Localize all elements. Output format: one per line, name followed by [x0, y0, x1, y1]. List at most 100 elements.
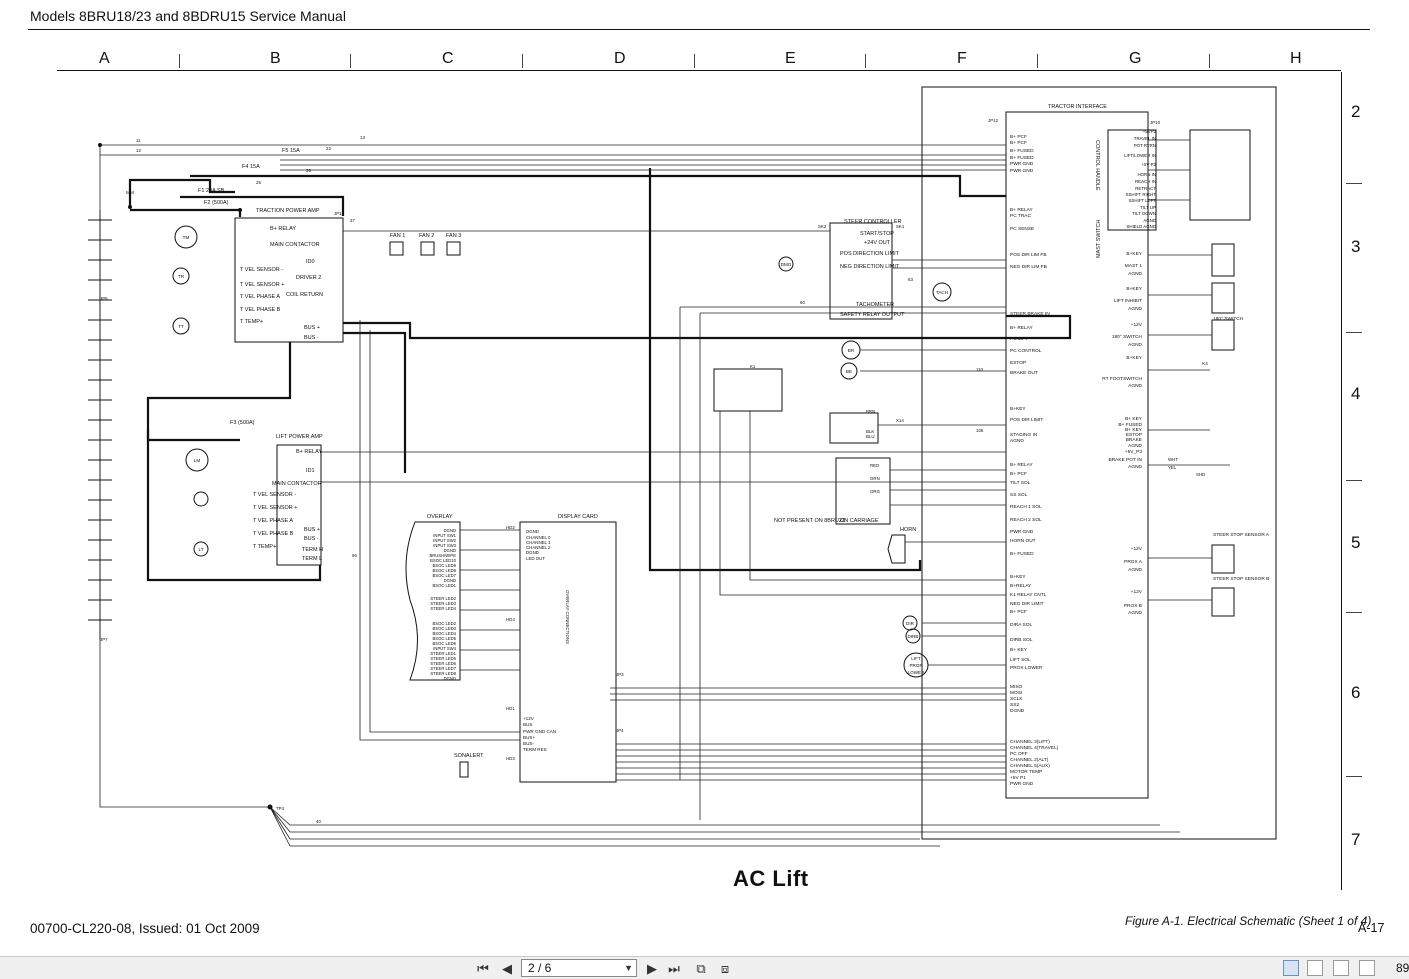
dmg-component: [778, 256, 794, 272]
continuous-view-button[interactable]: [1307, 960, 1323, 976]
single-page-view-button[interactable]: [1283, 960, 1299, 976]
connector-label: JP1: [334, 211, 342, 216]
column-rule: [57, 70, 1341, 71]
side-label: RT FOOTSWITCH: [1102, 376, 1142, 382]
handle-pin-list: +5VP2 TRAVEL IN POT RTRN LIFT/LOWER IN +…: [1124, 129, 1157, 229]
overlay-pin: STEER LED4: [430, 606, 456, 611]
amp-pin-label: B+ RELAY: [296, 449, 322, 455]
overlay-pin: BSOC LED6: [432, 641, 456, 646]
k1-relay: [713, 368, 783, 412]
side-label: +5V_P3: [1125, 449, 1143, 455]
interface-pin: STAGING IN: [1010, 432, 1038, 438]
traction-thermistor: [172, 317, 190, 335]
x14-sensor: [829, 412, 879, 444]
column-divider: [179, 54, 180, 68]
handle-pin: LIFT/LOWER IN: [1124, 153, 1156, 158]
overlay-label: OVERLAY: [427, 514, 453, 520]
handle-pin: SSHIFT LEFT: [1129, 198, 1157, 203]
not-present-label: NOT PRESENT ON 8BRU23: [774, 518, 845, 524]
interface-pin: NEG DIR LIMIT: [1010, 601, 1044, 607]
first-page-icon[interactable]: ⏮: [477, 961, 489, 976]
wire-color: BRN: [866, 409, 875, 414]
lift-sensor: [193, 491, 209, 507]
bus-pin: BUS-: [523, 741, 534, 746]
row-divider: [1346, 480, 1362, 481]
steer-stop-b: [1211, 587, 1235, 617]
interface-pin: MOSI: [1010, 690, 1022, 696]
interface-pin: PC SENSE: [1010, 226, 1034, 232]
row-label: 6: [1351, 683, 1361, 702]
interface-pin: DIRA SOL: [1010, 622, 1032, 628]
interface-pin: B+ PCF: [1010, 609, 1027, 615]
connector-label: K1: [750, 364, 756, 369]
bus-pin: TERM RES: [523, 747, 547, 752]
fit-width-icon[interactable]: ⧈: [720, 961, 730, 976]
interface-pin: TILT SOL: [1010, 480, 1031, 486]
next-page-icon[interactable]: ▶: [647, 961, 657, 976]
last-page-icon[interactable]: ⏭: [668, 961, 680, 976]
handle-pin: TRAVEL IN: [1134, 136, 1156, 141]
fit-page-icon[interactable]: ⧉: [696, 961, 706, 976]
steer-pin-label: SAFETY RELAY OUTPUT: [840, 312, 905, 318]
interface-pin: K1 RELAY CNTL: [1010, 592, 1047, 598]
side-label: AGND: [1128, 383, 1142, 389]
wire-color: GRN: [870, 476, 880, 481]
side-label: AGND: [1128, 610, 1142, 616]
connector-label: JP7: [100, 637, 108, 642]
horn-label: HORN: [900, 527, 916, 533]
amp-pin-label: T VEL PHASE A: [253, 518, 293, 524]
junction-dots: [98, 143, 273, 810]
wire-color: SHD: [1196, 472, 1205, 477]
overlay-pin: BSOC LED7: [432, 573, 456, 578]
interface-pin: REACH 2 SOL: [1010, 517, 1042, 523]
overlay-pin: STEER LED8: [430, 671, 456, 676]
page-select[interactable]: 2 / 6 ▼: [521, 959, 637, 977]
connector-label: JP8: [100, 296, 108, 301]
side-label: PROX A: [1124, 559, 1143, 565]
two-page-continuous-view-button[interactable]: [1359, 960, 1375, 976]
overlay-pin: DGND: [444, 578, 456, 583]
connector-label: JP10: [1150, 120, 1161, 125]
amp-pin-label: T TEMP+: [253, 544, 276, 550]
steer-pin-label: +24V OUT: [864, 240, 891, 246]
interface-pin: AGND: [1010, 438, 1024, 444]
connector-label: SK1: [896, 224, 905, 229]
prev-page-icon[interactable]: ◀: [502, 961, 512, 976]
side-label: BRAKE: [1126, 437, 1142, 443]
document-header: Models 8BRU18/23 and 8BDRU15 Service Man…: [0, 0, 1409, 32]
interface-pin: STEER BRAKE IN: [1010, 311, 1050, 317]
component-label: LM: [194, 458, 201, 463]
mast-switch-label: MAST SWITCH: [1096, 220, 1102, 258]
lift-amp-label: LIFT POWER AMP: [276, 434, 323, 440]
column-label: C: [442, 50, 455, 67]
component-label: LOWER: [908, 670, 926, 675]
control-handle-connector: [1189, 129, 1251, 221]
grid-columns: A B C D E F G H: [57, 50, 1341, 72]
steer-pin-label: POS DIRECTION LIMIT: [840, 251, 900, 257]
connector-label: JP12: [988, 118, 999, 123]
column-label: B: [270, 50, 282, 67]
page-identifier: A-17: [1358, 921, 1385, 935]
bus-pin-list: +12V BUS PWR GND CAN BUS+ BUS- TERM RES: [523, 716, 556, 752]
two-page-view-button[interactable]: [1333, 960, 1349, 976]
column-label: F: [957, 50, 968, 67]
amp-pin-label: ID0: [306, 259, 315, 265]
connector-designators: JP1 JP10 JP12 JP3 JP4 JP8 JP7 HD1 HD2 HD…: [100, 118, 1161, 811]
amp-pin-label: BUS +: [304, 527, 320, 533]
component-label: LT: [198, 547, 203, 552]
handle-pin: RETRACT: [1135, 186, 1156, 191]
side-label: B+ KEY: [1125, 416, 1143, 422]
interface-pin: B+ PCF: [1010, 471, 1027, 477]
column-label: D: [614, 50, 627, 67]
overlay-pin: BSOC LED8: [432, 568, 456, 573]
interface-pin: B+ RELAY: [1010, 325, 1034, 331]
side-label: AGND: [1128, 443, 1142, 449]
interface-pin: PWR GND: [1010, 161, 1034, 167]
traction-motor: [174, 225, 198, 249]
interface-pin: B+ RELAY: [1010, 462, 1034, 468]
amp-pin-label: ID1: [306, 468, 315, 474]
component-label: MM: [126, 190, 134, 195]
column-divider: [522, 54, 523, 68]
interface-pin: B+ PCF: [1010, 140, 1027, 146]
handle-pin: +5V P2: [1141, 162, 1156, 167]
